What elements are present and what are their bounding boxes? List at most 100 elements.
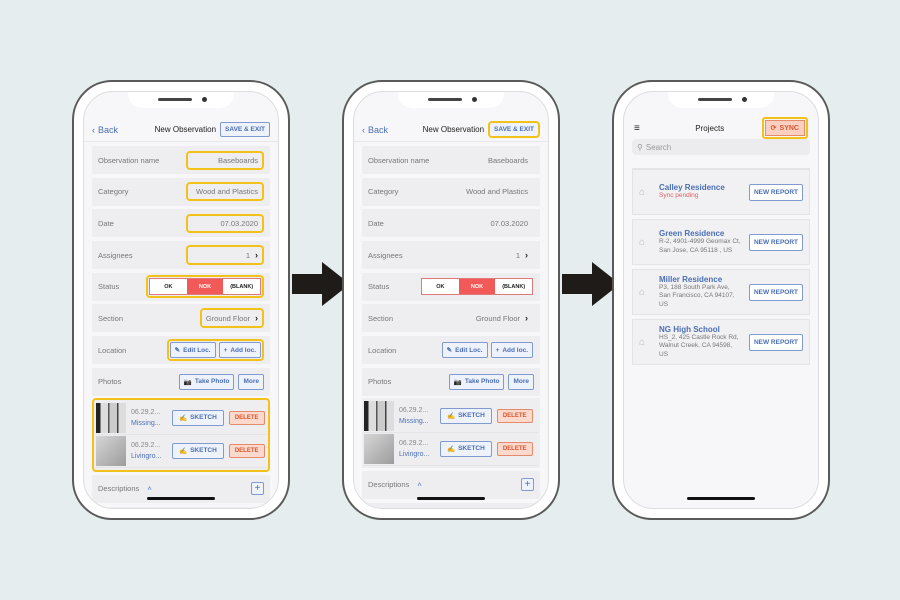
label: Add loc.	[502, 346, 528, 354]
field-row: Date 07.03.2020	[362, 209, 540, 238]
descriptions-label: Descriptions	[368, 480, 410, 490]
delete-button[interactable]: DELETE	[228, 410, 265, 425]
chevron-right-icon: ›	[525, 313, 528, 324]
photos-label: Photos	[98, 377, 122, 387]
arrow-right-icon	[292, 262, 350, 306]
field-value[interactable]: 07.03.2020	[456, 214, 534, 233]
save-exit-button[interactable]: SAVE & EXIT	[220, 122, 270, 137]
photo-info: 06.29.2...Livingro...	[131, 440, 167, 462]
more-button[interactable]: More	[508, 373, 534, 390]
add-location-button[interactable]: +Add loc.	[490, 342, 533, 359]
descriptions-toggle[interactable]: Descriptions ˄	[98, 484, 152, 493]
sync-button[interactable]: ⟳SYNC	[764, 120, 805, 136]
take-photo-button[interactable]: 📷Take Photo	[448, 373, 505, 390]
delete-button[interactable]: DELETE	[496, 441, 533, 456]
section-value[interactable]: Ground Floor›	[470, 308, 534, 328]
sketch-button[interactable]: ✍SKETCH	[172, 409, 224, 426]
field-value[interactable]: Baseboards	[456, 151, 534, 170]
building-icon: ⌂	[639, 236, 646, 248]
field-value[interactable]: Wood and Plastics	[456, 182, 534, 201]
search-input[interactable]: ⚲Search	[632, 139, 810, 155]
label: Add loc.	[230, 346, 256, 354]
chevron-up-icon: ˄	[145, 484, 152, 494]
descriptions-toggle[interactable]: Descriptions ˄	[368, 480, 422, 489]
save-exit-button[interactable]: SAVE & EXIT	[488, 121, 540, 138]
status-option-blank[interactable]: (BLANK)	[223, 279, 261, 295]
new-report-button[interactable]: NEW REPORT	[748, 183, 803, 201]
chevron-right-icon: ›	[525, 250, 528, 261]
project-name[interactable]: Green Residence	[659, 229, 725, 238]
project-name[interactable]: Miller Residence	[659, 274, 723, 284]
photo-thumbnail[interactable]	[364, 433, 394, 464]
photo-info: 06.29.2...Livingro...	[399, 438, 435, 460]
take-photo-button[interactable]: 📷Take Photo	[178, 373, 235, 390]
delete-button[interactable]: DELETE	[496, 408, 533, 423]
new-report-button[interactable]: NEW REPORT	[748, 333, 803, 351]
sketch-button[interactable]: ✍SKETCH	[172, 442, 224, 459]
field-value[interactable]: Wood and Plastics	[186, 182, 264, 202]
project-name[interactable]: Calley Residence	[659, 183, 725, 193]
label: SKETCH	[458, 445, 485, 453]
field-value[interactable]: 07.03.2020	[186, 213, 264, 233]
more-button[interactable]: More	[238, 373, 264, 390]
status-option-ok[interactable]: OK	[422, 279, 459, 295]
field-value[interactable]: Baseboards	[186, 150, 264, 170]
edit-location-button[interactable]: ✎Edit Loc.	[441, 342, 488, 359]
field-label: Date	[368, 218, 384, 228]
back-button[interactable]: ‹Back	[92, 125, 118, 135]
status-option-ok[interactable]: OK	[150, 279, 187, 295]
status-option-nok[interactable]: NOK	[186, 279, 224, 295]
photo-thumbnail[interactable]	[364, 400, 394, 431]
add-description-button[interactable]: +	[251, 482, 264, 496]
sketch-button[interactable]: ✍SKETCH	[440, 440, 492, 457]
sync-icon: ⟳	[770, 125, 777, 132]
building-icon: ⌂	[639, 186, 646, 198]
edit-location-button[interactable]: ✎Edit Loc.	[169, 342, 216, 359]
field-value-text: 07.03.2020	[490, 218, 528, 228]
add-location-button[interactable]: +Add loc.	[218, 342, 261, 359]
page-title: New Observation	[154, 125, 217, 134]
add-description-button[interactable]: +	[521, 478, 534, 492]
back-button[interactable]: ‹Back	[362, 125, 388, 135]
status-label: Status	[98, 282, 120, 292]
plus-icon: +	[495, 346, 500, 354]
delete-button[interactable]: DELETE	[228, 443, 265, 458]
field-value-text: 07.03.2020	[220, 218, 258, 228]
section-value[interactable]: Ground Floor›	[199, 308, 264, 329]
new-report-button[interactable]: NEW REPORT	[748, 283, 803, 301]
new-report-button[interactable]: NEW REPORT	[748, 233, 803, 251]
photo-thumbnail[interactable]	[96, 402, 126, 433]
notch	[398, 92, 504, 108]
projects-screen: ≡ Projects ⟳SYNC ⚲Search ⌂Calley Residen…	[623, 91, 819, 509]
sketch-button[interactable]: ✍SKETCH	[440, 407, 492, 424]
status-option-nok[interactable]: NOK	[458, 279, 496, 295]
photo-info: 06.29.2...Missing...	[399, 405, 435, 427]
project-name[interactable]: NG High School	[659, 324, 720, 334]
photo-name: Missing...	[131, 419, 161, 427]
photo-item: 06.29.2...Missing... ✍SKETCH DELETE	[364, 400, 538, 433]
label: SKETCH	[190, 447, 217, 455]
photo-thumbnail[interactable]	[96, 435, 126, 466]
location-label: Location	[368, 345, 397, 355]
menu-icon[interactable]: ≡	[634, 122, 640, 134]
status-option-blank[interactable]: (BLANK)	[495, 279, 533, 295]
field-value[interactable]: 1›	[186, 245, 264, 266]
pencil-icon: ✎	[174, 347, 181, 355]
field-value[interactable]: 1›	[456, 245, 534, 265]
